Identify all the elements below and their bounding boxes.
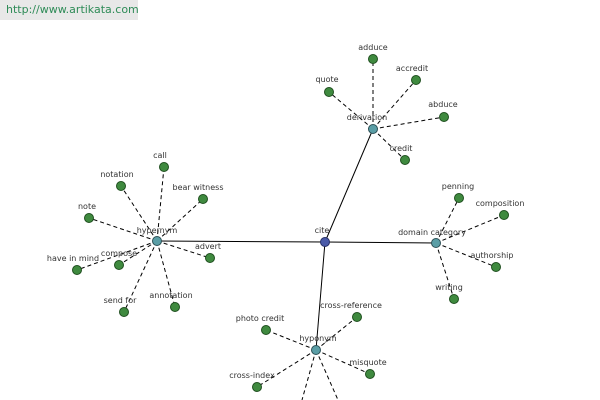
- node-abduce[interactable]: [439, 112, 449, 122]
- label-adduce[interactable]: adduce: [358, 43, 388, 52]
- label-composition[interactable]: composition: [476, 199, 525, 208]
- node-advert[interactable]: [205, 253, 215, 263]
- edge-hypernym-note: [88, 217, 158, 242]
- edge-cite-derivation: [324, 128, 374, 243]
- node-penning[interactable]: [454, 193, 464, 203]
- hub-label-derivation[interactable]: derivation: [347, 113, 387, 122]
- edge-domain-category-composition: [435, 214, 505, 244]
- label-cross-index[interactable]: cross-index: [229, 371, 275, 380]
- label-have-in-mind[interactable]: have in mind: [47, 254, 99, 263]
- label-bear-witness[interactable]: bear witness: [173, 183, 224, 192]
- label-compose[interactable]: compose: [101, 249, 137, 258]
- label-call[interactable]: call: [153, 151, 167, 160]
- node-authorship[interactable]: [491, 262, 501, 272]
- edges-layer: [76, 59, 505, 400]
- label-writing[interactable]: writing: [435, 283, 463, 292]
- watermark-url[interactable]: http://www.artikata.com: [0, 0, 139, 20]
- node-cross-reference[interactable]: [352, 312, 362, 322]
- nodes-layer: [72, 54, 509, 392]
- label-annotation[interactable]: annotation: [149, 291, 192, 300]
- edge-hypernym-have-in-mind: [76, 240, 158, 271]
- hub-label-hypernym[interactable]: hypernym: [137, 226, 178, 235]
- node-composition[interactable]: [499, 210, 509, 220]
- edge-domain-category-writing: [435, 242, 455, 300]
- label-cross-reference[interactable]: cross-reference: [320, 301, 382, 310]
- node-call[interactable]: [159, 162, 169, 172]
- node-adduce[interactable]: [368, 54, 378, 64]
- edge-hypernym-bear-witness: [156, 198, 204, 242]
- center-node-cite[interactable]: [320, 237, 330, 247]
- node-annotation[interactable]: [170, 302, 180, 312]
- node-photo-credit[interactable]: [261, 325, 271, 335]
- edge-hypernym-advert: [156, 240, 211, 259]
- edge-hyponym-offscreen-2: [315, 349, 339, 400]
- label-note[interactable]: note: [78, 202, 96, 211]
- hub-node-hypernym[interactable]: [152, 236, 162, 246]
- label-penning[interactable]: penning: [442, 182, 475, 191]
- edge-cite-hypernym: [156, 240, 326, 243]
- node-have-in-mind[interactable]: [72, 265, 82, 275]
- label-quote[interactable]: quote: [315, 75, 338, 84]
- edge-hypernym-compose: [118, 240, 158, 266]
- node-misquote[interactable]: [365, 369, 375, 379]
- edge-hypernym-notation: [120, 185, 158, 242]
- labels-layer: adduce accredit quote abduce credit call notat…: [47, 43, 524, 380]
- edge-hypernym-send-for: [123, 240, 158, 313]
- center-label-cite[interactable]: cite: [315, 226, 330, 235]
- edge-derivation-quote: [328, 91, 374, 130]
- hub-node-hyponym[interactable]: [311, 345, 321, 355]
- label-credit[interactable]: credit: [390, 144, 413, 153]
- edge-hyponym-cross-reference: [315, 316, 358, 351]
- edge-hyponym-photo-credit: [265, 329, 317, 351]
- edge-hyponym-offscreen-1: [301, 349, 317, 400]
- edge-derivation-accredit: [372, 79, 417, 130]
- hub-label-hyponym[interactable]: hyponym: [299, 334, 337, 343]
- label-send-for[interactable]: send for: [104, 296, 137, 305]
- edge-cite-hyponym: [315, 241, 326, 351]
- edge-domain-category-authorship: [435, 242, 497, 268]
- hub-label-domain-category[interactable]: domain category: [398, 228, 466, 237]
- label-photo-credit[interactable]: photo credit: [236, 314, 285, 323]
- label-accredit[interactable]: accredit: [396, 64, 428, 73]
- label-authorship[interactable]: authorship: [471, 251, 514, 260]
- node-compose[interactable]: [114, 260, 124, 270]
- edge-hypernym-annotation: [156, 240, 176, 308]
- node-credit[interactable]: [400, 155, 410, 165]
- edge-derivation-abduce: [372, 116, 445, 130]
- label-advert[interactable]: advert: [195, 242, 221, 251]
- edge-hyponym-misquote: [315, 349, 371, 375]
- node-writing[interactable]: [449, 294, 459, 304]
- node-accredit[interactable]: [411, 75, 421, 85]
- node-bear-witness[interactable]: [198, 194, 208, 204]
- node-note[interactable]: [84, 213, 94, 223]
- hub-node-domain-category[interactable]: [431, 238, 441, 248]
- node-cross-index[interactable]: [252, 382, 262, 392]
- label-abduce[interactable]: abduce: [428, 100, 458, 109]
- label-notation[interactable]: notation: [100, 170, 133, 179]
- edge-domain-category-penning: [435, 197, 460, 244]
- edge-hyponym-cross-index: [256, 349, 317, 388]
- node-notation[interactable]: [116, 181, 126, 191]
- edge-derivation-credit: [372, 128, 406, 161]
- label-misquote[interactable]: misquote: [349, 358, 386, 367]
- node-send-for[interactable]: [119, 307, 129, 317]
- edge-cite-domain-category: [324, 241, 437, 244]
- edge-hypernym-call: [156, 166, 165, 242]
- hub-node-derivation[interactable]: [368, 124, 378, 134]
- node-quote[interactable]: [324, 87, 334, 97]
